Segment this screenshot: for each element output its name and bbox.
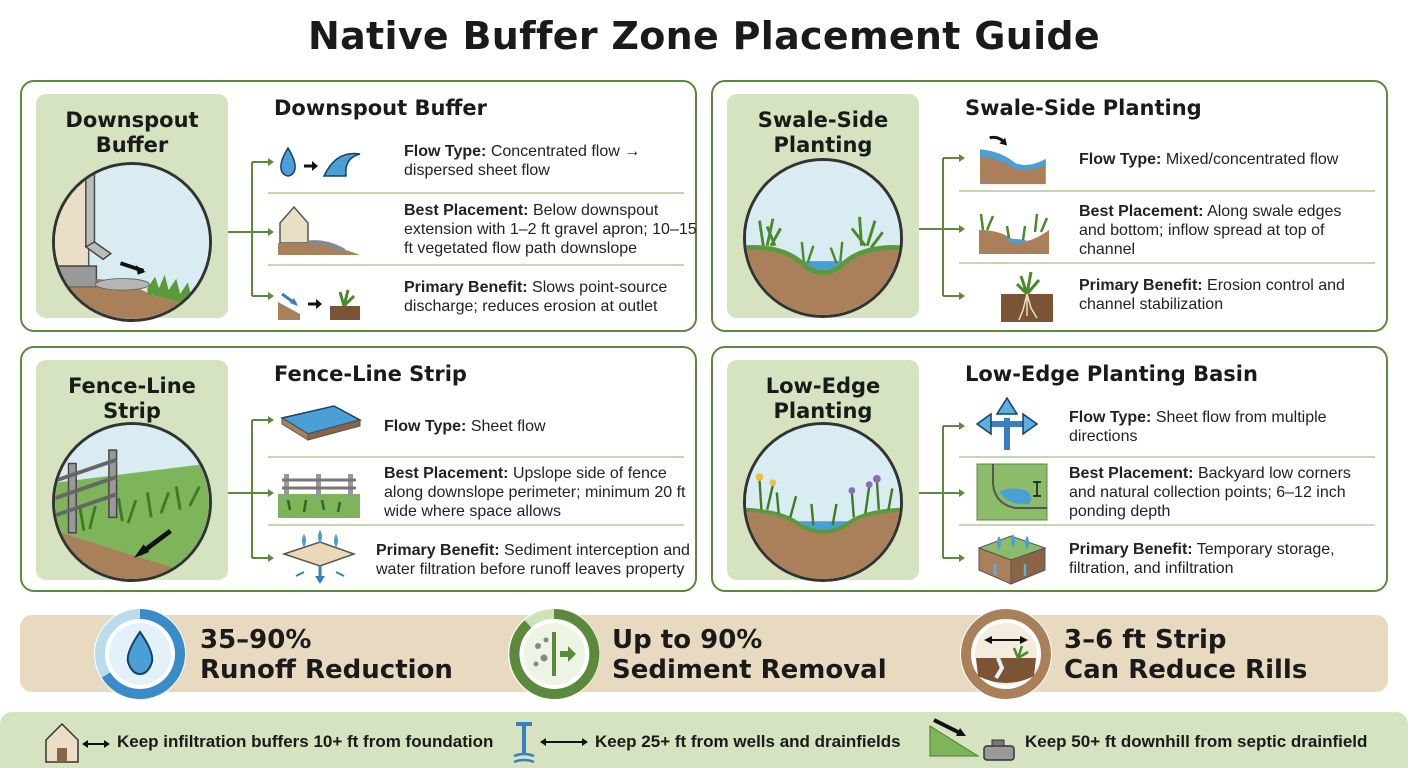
footer-setback-bar	[0, 712, 1408, 768]
connector-bracket-icon	[228, 158, 274, 300]
soil-rill-icon	[960, 608, 1052, 700]
divider	[959, 190, 1375, 192]
row-text: Best Placement: Below downspout extensio…	[404, 202, 697, 257]
card-image-panel: Downspout Buffer	[36, 94, 228, 322]
swale-flow-icon	[980, 135, 1046, 185]
sheet-flow-icon	[280, 405, 363, 441]
drop-to-wave-icon	[280, 146, 361, 177]
row-text: Flow Type: Mixed/concentrated flow	[1079, 151, 1339, 168]
card-image-panel: Low-Edge Planting Basin	[727, 360, 919, 582]
card-image-panel: Swale-Side Planting	[727, 94, 919, 318]
card-label: Fence-Line Strip	[68, 374, 196, 423]
row-text: Primary Benefit: Temporary storage, filt…	[1069, 541, 1335, 577]
divider	[959, 524, 1375, 526]
swale-plants-icon	[979, 213, 1049, 254]
card-heading: Fence-Line Strip	[274, 362, 467, 386]
card-image-panel: Fence-Line Strip	[36, 360, 228, 582]
multi-direction-arrows-icon	[975, 396, 1039, 450]
row-text: Best Placement: Along swale edges and bo…	[1079, 203, 1342, 258]
filter-drops-icon	[281, 530, 357, 584]
divider	[268, 264, 684, 266]
row-primary-benefit: Primary Benefit: Temporary storage, filt…	[959, 526, 1377, 596]
house-gravel-apron-icon	[278, 205, 360, 255]
stat-reduce-rills: 3–6 ft Strip Can Reduce Rills	[1064, 625, 1307, 685]
row-text: Flow Type: Concentrated flow → dispersed…	[404, 143, 641, 179]
plant-roots-icon	[1001, 271, 1053, 322]
card-heading: Downspout Buffer	[274, 96, 488, 120]
row-text: Best Placement: Backyard low corners and…	[1069, 465, 1351, 520]
card-label: Downspout Buffer	[65, 108, 199, 157]
stat-label: Runoff Reduction	[200, 655, 453, 685]
infiltration-block-icon	[977, 534, 1047, 585]
row-flow-type: Flow Type: Concentrated flow → dispersed…	[268, 128, 686, 198]
corner-pond-icon	[976, 463, 1048, 521]
divider	[268, 456, 684, 458]
swale-illustration-icon	[743, 158, 903, 318]
row-best-placement: Best Placement: Upslope side of fence al…	[268, 458, 686, 528]
basin-illustration-icon	[743, 422, 903, 582]
connector-bracket-icon	[228, 416, 274, 562]
row-text: Best Placement: Upslope side of fence al…	[384, 465, 686, 520]
row-text: Primary Benefit: Slows point-source disc…	[404, 279, 668, 315]
connector-bracket-icon	[919, 154, 965, 300]
card-swale-side-planting: Swale-Side Planting Swale-Side Planting …	[711, 80, 1388, 332]
card-label: Swale-Side Planting	[757, 108, 889, 157]
stat-runoff-reduction: 35–90% Runoff Reduction	[200, 625, 453, 685]
card-heading: Swale-Side Planting	[965, 96, 1202, 120]
row-text: Flow Type: Sheet flow	[384, 418, 546, 435]
stat-sediment-removal: Up to 90% Sediment Removal	[612, 625, 887, 685]
stats-bar	[20, 615, 1388, 692]
stat-label: Sediment Removal	[612, 655, 887, 685]
slope-septic-icon	[929, 718, 1015, 761]
stat-value: Up to 90%	[612, 625, 763, 655]
card-downspout-buffer: Downspout Buffer Downspout Buffer	[20, 80, 697, 332]
card-fence-line-strip: Fence-Line Strip Fence-Line Strip Flow T…	[20, 346, 697, 592]
footer-well-setback: Keep 25+ ft from wells and drainfields	[595, 732, 901, 751]
card-heading: Low-Edge Planting Basin	[965, 362, 1258, 386]
stat-label: Can Reduce Rills	[1064, 655, 1308, 685]
stat-value: 35–90%	[200, 625, 312, 655]
row-best-placement: Best Placement: Backyard low corners and…	[959, 458, 1377, 528]
row-flow-type: Flow Type: Mixed/concentrated flow	[959, 124, 1377, 194]
fence-grass-icon	[278, 474, 360, 518]
well-arrow-icon	[513, 722, 588, 764]
slope-to-plant-icon	[278, 289, 360, 320]
fence-illustration-icon	[52, 422, 212, 582]
divider	[268, 524, 684, 526]
row-text: Primary Benefit: Erosion control and cha…	[1079, 277, 1345, 313]
divider	[959, 262, 1375, 264]
row-flow-type: Flow Type: Sheet flow	[268, 390, 686, 460]
row-text: Primary Benefit: Sediment interception a…	[376, 542, 690, 578]
connector-bracket-icon	[919, 422, 965, 562]
card-low-edge-planting-basin: Low-Edge Planting Basin Low-Edge Plantin…	[711, 346, 1388, 592]
row-best-placement: Best Placement: Along swale edges and bo…	[959, 192, 1377, 262]
row-primary-benefit: Primary Benefit: Sediment interception a…	[268, 526, 690, 596]
house-arrow-icon	[45, 722, 110, 763]
footer-foundation-setback: Keep infiltration buffers 10+ ft from fo…	[117, 732, 494, 751]
row-best-placement: Best Placement: Below downspout extensio…	[268, 194, 697, 264]
footer-septic-setback: Keep 50+ ft downhill from septic drainfi…	[1025, 732, 1368, 751]
stat-value: 3–6 ft Strip	[1064, 625, 1227, 655]
downspout-illustration-icon	[52, 162, 212, 322]
row-primary-benefit: Primary Benefit: Erosion control and cha…	[959, 264, 1377, 334]
row-flow-type: Flow Type: Sheet flow from multiple dire…	[959, 392, 1377, 462]
row-text: Flow Type: Sheet flow from multiple dire…	[1069, 409, 1327, 445]
divider	[268, 192, 684, 194]
water-drop-icon	[94, 608, 186, 700]
divider	[959, 456, 1375, 458]
sediment-filter-icon	[508, 608, 600, 700]
page-title: Native Buffer Zone Placement Guide	[307, 14, 1101, 58]
row-primary-benefit: Primary Benefit: Slows point-source disc…	[268, 266, 686, 336]
card-label: Low-Edge Planting Basin	[765, 374, 881, 448]
